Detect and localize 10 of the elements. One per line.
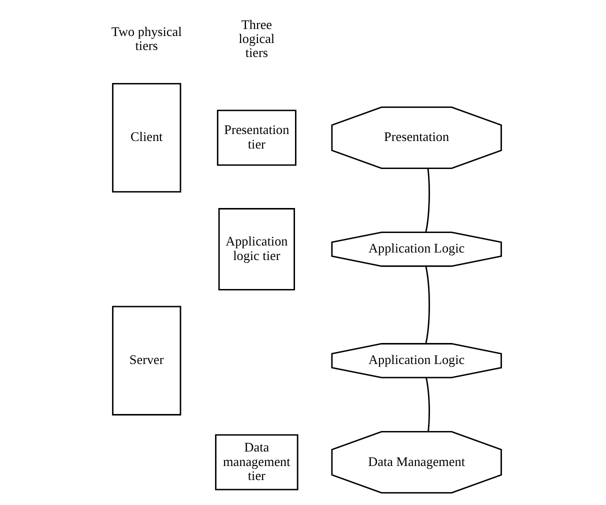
node-box: Data management tier bbox=[215, 434, 298, 490]
connector bbox=[426, 378, 430, 432]
node-box: Application logic tier bbox=[218, 208, 295, 290]
node-box: Client bbox=[112, 82, 182, 193]
node-text: Two physical tiers bbox=[111, 24, 182, 53]
node-box: Server bbox=[112, 306, 182, 416]
node-text: Three logical tiers bbox=[238, 16, 275, 60]
node-box: Presentation tier bbox=[216, 110, 296, 166]
connector bbox=[425, 168, 430, 232]
connector bbox=[425, 266, 430, 344]
